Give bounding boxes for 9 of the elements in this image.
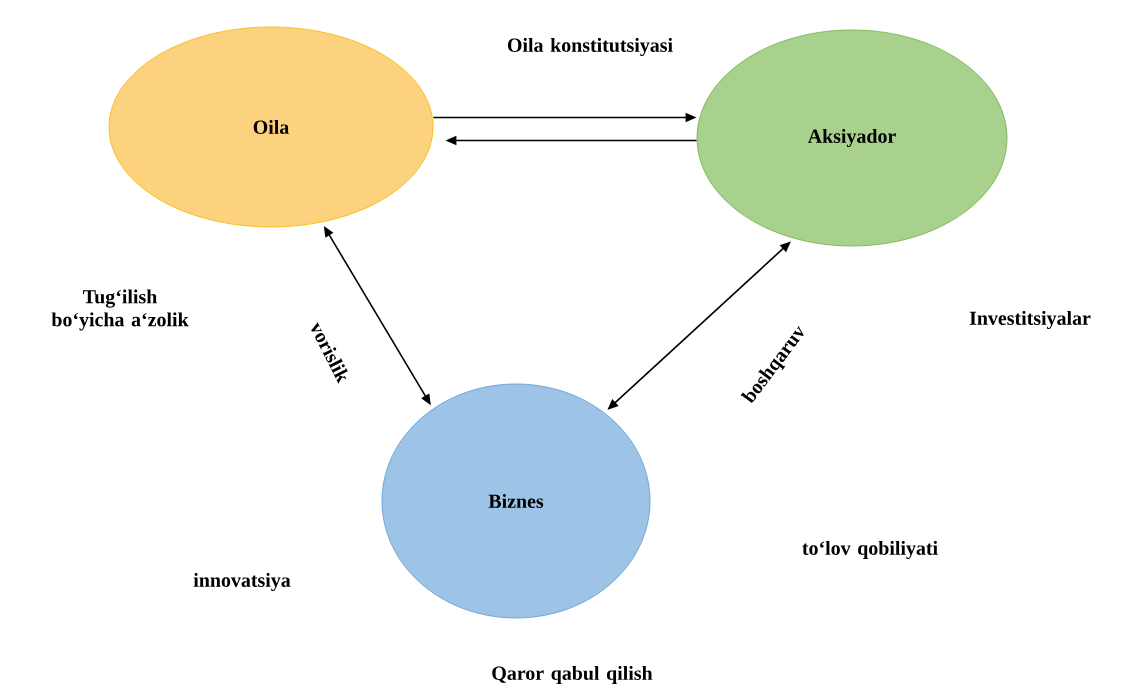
text-label: innovatsiya [193,572,291,592]
ellipse-node: Oila [108,26,434,228]
ellipse-node: Aksiyador [696,29,1008,247]
text-label: Qaror qabul qilish [492,665,653,684]
ellipse-node: Biznes [381,383,651,619]
text-label: Investitsiyalar [969,310,1091,330]
text-label: to‘lov qobiliyati [802,540,938,560]
edge-label: Oila konstitutsiyasi [507,37,673,57]
text-label: Tug‘ilish bo‘yicha a‘zolik [51,289,189,331]
